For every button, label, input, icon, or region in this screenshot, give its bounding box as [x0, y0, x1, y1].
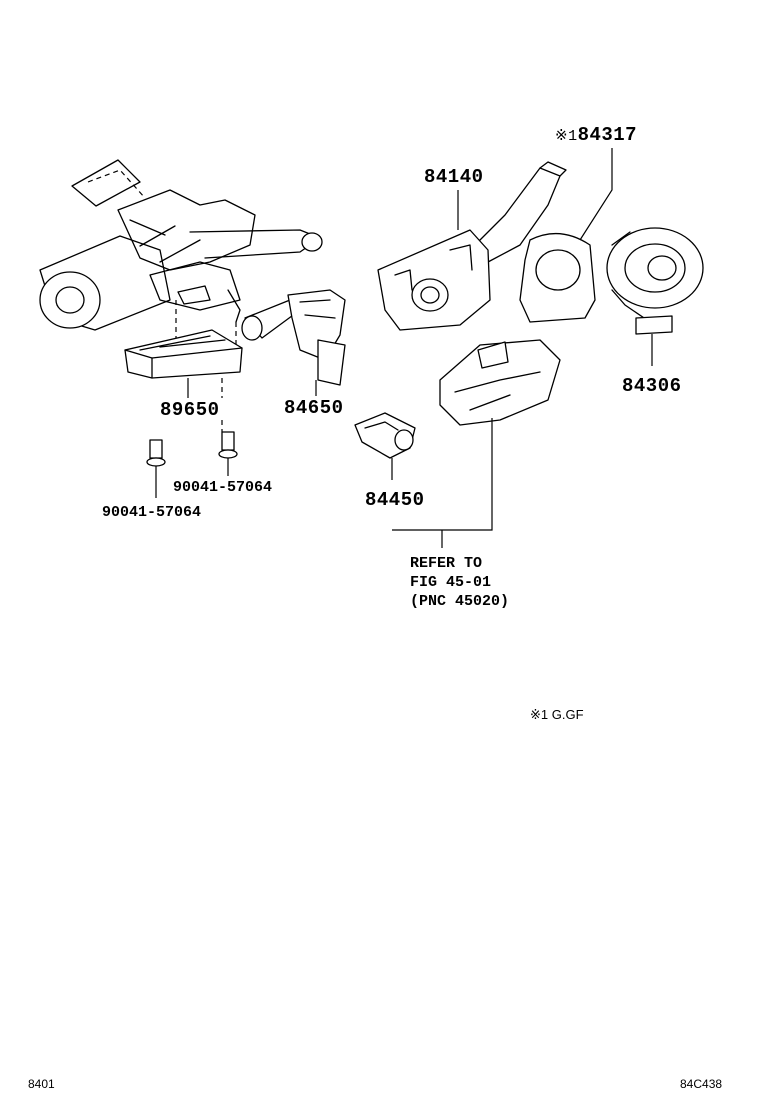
note-marker: ※1: [555, 128, 578, 145]
combination-switch-84140-drawing: [377, 161, 567, 331]
spiral-cable-cover-drawing: [519, 148, 613, 323]
part-label-84650: 84650: [284, 397, 344, 419]
part-label-89650: 89650: [160, 399, 220, 421]
bolt-drawings: [146, 420, 238, 498]
footer-left-code: 8401: [28, 1077, 55, 1091]
reference-line-3: (PNC 45020): [410, 593, 510, 610]
part-label-84317: ※184317: [555, 124, 637, 146]
steering-column-drawing: [39, 159, 323, 345]
reference-line-1: REFER TO: [410, 555, 483, 572]
part-label-84140: 84140: [424, 166, 484, 188]
ecu-module-drawing: [124, 329, 243, 398]
part-label-84306: 84306: [622, 375, 682, 397]
part-number: 84317: [577, 124, 638, 146]
lever-switch-84650-drawing: [241, 289, 346, 396]
reference-line-2: FIG 45-01: [410, 574, 492, 591]
footnote: ※1 G.GF: [530, 707, 584, 722]
footer-right-code: 84C438: [680, 1077, 723, 1091]
ignition-assembly-drawing: [392, 339, 561, 548]
switch-84450-drawing: [354, 412, 416, 480]
part-label-bolt-right: 90041-57064: [173, 479, 273, 496]
part-label-84450: 84450: [365, 489, 425, 511]
part-label-bolt-left: 90041-57064: [102, 504, 202, 521]
spiral-cable-drawing: [606, 227, 704, 366]
